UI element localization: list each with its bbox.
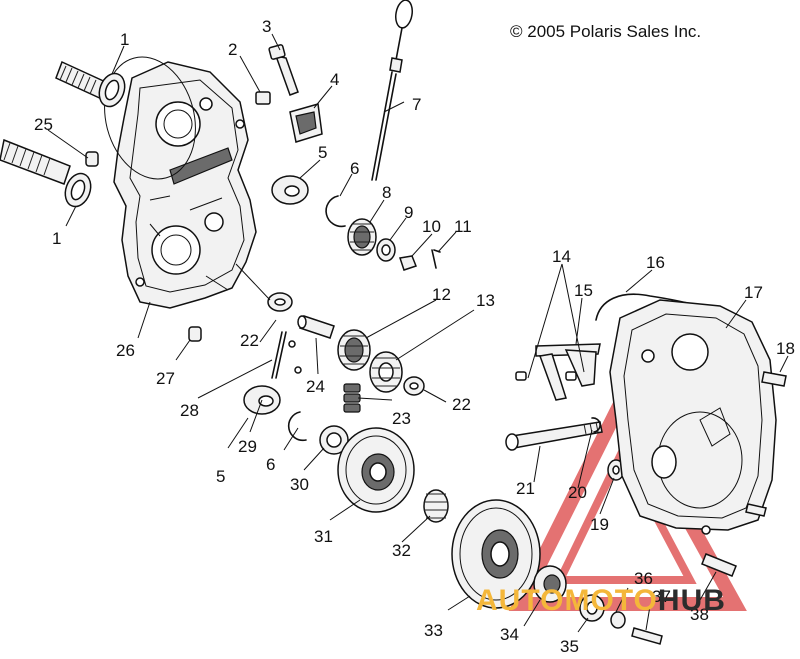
callout-29: 29 [238, 437, 257, 456]
callout-3: 3 [262, 17, 271, 36]
callout-10: 10 [422, 217, 441, 236]
left-case-housing [113, 61, 257, 309]
callout-21: 21 [516, 479, 535, 498]
gear-12 [337, 329, 371, 371]
callout-5a: 5 [318, 143, 327, 162]
drain-plug [188, 326, 202, 342]
washer-22-right [403, 376, 425, 396]
callout-37: 37 [652, 587, 671, 606]
callout-33: 33 [424, 621, 443, 640]
sprocket-34 [533, 565, 567, 603]
cotter-pin-11 [431, 249, 441, 269]
lower-splined-shaft [0, 138, 71, 185]
callout-6a: 6 [350, 159, 359, 178]
bolt-37 [631, 627, 663, 645]
bolt-3 [268, 44, 299, 96]
callout-12: 12 [432, 285, 451, 304]
callout-5b: 5 [216, 467, 225, 486]
callout-15: 15 [574, 281, 593, 300]
callout-19: 19 [590, 515, 609, 534]
washer-35 [579, 594, 605, 622]
callout-25: 25 [34, 115, 53, 134]
callout-6b: 6 [266, 455, 275, 474]
callout-7: 7 [412, 95, 421, 114]
clip-20 [591, 417, 601, 433]
gear-13 [369, 351, 403, 393]
seal-19 [607, 459, 625, 481]
snap-ring-6-upper [325, 195, 346, 228]
shift-lever-28 [271, 331, 302, 379]
gear-31 [337, 427, 415, 513]
callout-2: 2 [228, 40, 237, 59]
seal-lower [64, 172, 92, 208]
copyright-text: © 2005 Polaris Sales Inc. [510, 22, 701, 41]
shift-fork-14 [515, 343, 601, 401]
callout-20: 20 [568, 483, 587, 502]
callout-13: 13 [476, 291, 495, 310]
washer-22-left [267, 292, 293, 312]
snap-ring-6-lower [287, 411, 307, 442]
bolt-38 [701, 553, 737, 577]
callout-14: 14 [552, 247, 571, 266]
callout-9: 9 [404, 203, 413, 222]
bracket-4 [289, 103, 323, 143]
watermark-prefix: AUTOMOTO [476, 584, 658, 617]
callout-24: 24 [306, 377, 325, 396]
callout-18: 18 [776, 339, 795, 358]
nut-2 [255, 91, 271, 105]
bearing-23 [343, 383, 361, 413]
washer-5-upper [271, 175, 309, 205]
callout-27: 27 [156, 369, 175, 388]
watermark-text: AUTOMOTOHUB [476, 584, 726, 617]
right-case-cover [609, 299, 779, 535]
shaft-24 [297, 315, 335, 339]
bushing-32 [423, 489, 449, 523]
watermark-suffix: HUB [658, 584, 726, 617]
callout-38: 38 [690, 605, 709, 624]
dipstick-7 [371, 0, 413, 181]
gear-8 [347, 218, 377, 256]
vent-fitting [85, 151, 99, 167]
callout-32: 32 [392, 541, 411, 560]
callout-8: 8 [382, 183, 391, 202]
washer-36 [610, 611, 626, 629]
callout-34: 34 [500, 625, 519, 644]
callout-26: 26 [116, 341, 135, 360]
callout-16: 16 [646, 253, 665, 272]
washer-9 [376, 238, 396, 262]
callout-11: 11 [454, 217, 472, 236]
callout-36: 36 [634, 569, 653, 588]
callout-1b: 1 [52, 229, 61, 248]
callout-17: 17 [744, 283, 763, 302]
shift-shaft-21 [505, 421, 603, 451]
callout-31: 31 [314, 527, 333, 546]
bolt-18 [761, 371, 787, 387]
gear-33 [451, 499, 541, 609]
callout-28: 28 [180, 401, 199, 420]
washer-30 [319, 425, 349, 455]
callout-35: 35 [560, 637, 579, 656]
callout-30: 30 [290, 475, 309, 494]
callout-4: 4 [330, 70, 339, 89]
seal-upper [98, 72, 126, 108]
callout-22a: 22 [240, 331, 259, 350]
nut-10 [399, 255, 417, 271]
callout-labels: 1 1 2 3 4 5 5 6 6 7 8 9 10 11 12 13 14 1… [34, 17, 795, 656]
cover-bolt-small [745, 503, 767, 517]
callout-1a: 1 [120, 30, 129, 49]
callout-22b: 22 [452, 395, 471, 414]
leader-lines [47, 33, 789, 633]
callout-23: 23 [392, 409, 411, 428]
